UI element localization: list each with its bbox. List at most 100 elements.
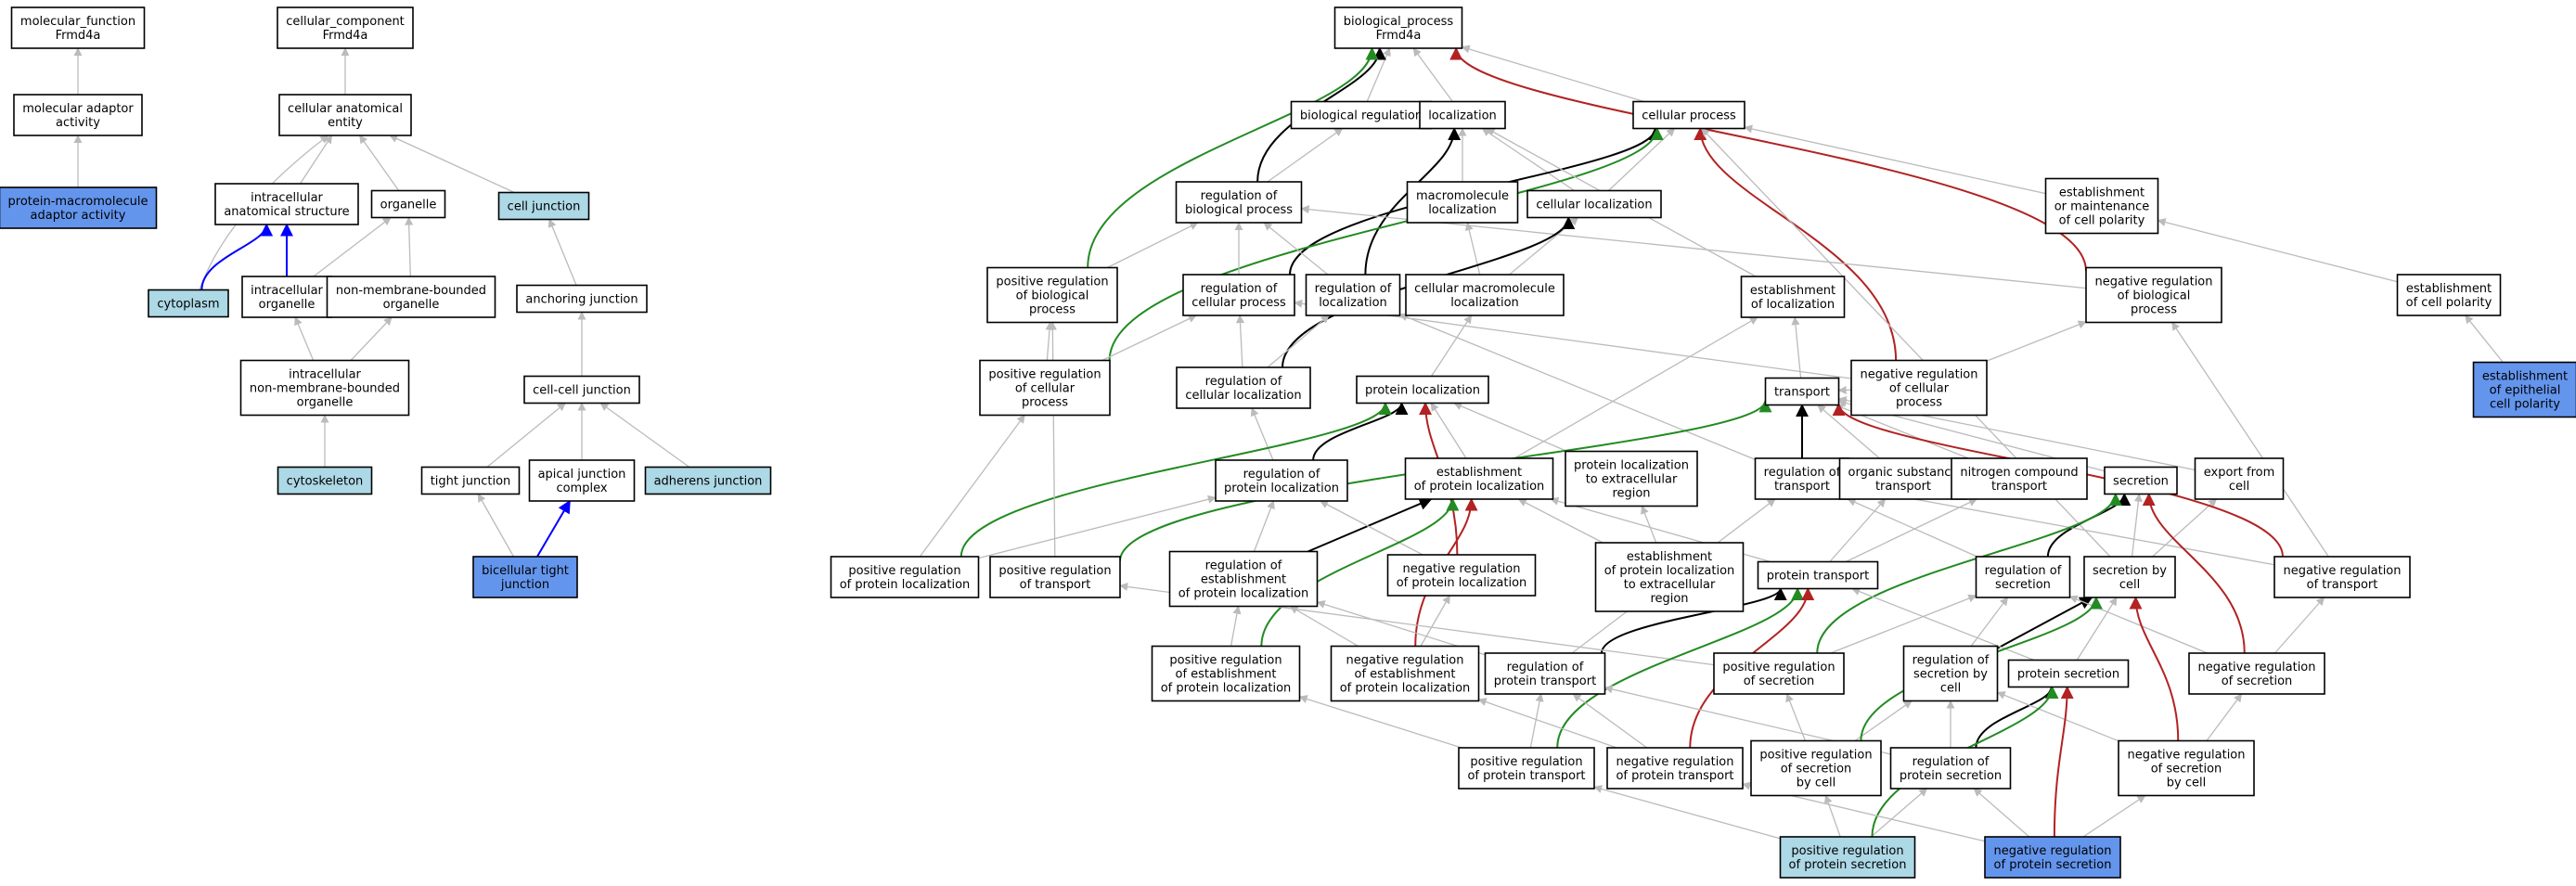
edge-rsecc-to-secc <box>1997 597 2093 649</box>
node-label-line: regulation of <box>1764 466 1841 480</box>
go-term-node-tj[interactable]: tight junction <box>420 466 521 495</box>
edge-nrsec-to-rsec <box>2068 595 2208 654</box>
node-label-line: protein secretion <box>2017 668 2119 682</box>
go-term-node-cj[interactable]: cell junction <box>497 191 590 221</box>
node-box <box>1889 747 2012 790</box>
go-term-node-cp[interactable]: cellular process <box>1632 100 1745 130</box>
go-term-node-loc[interactable]: localization <box>1419 100 1506 130</box>
node-label-line: regulation of <box>1315 282 1392 296</box>
go-term-node-cyto[interactable]: cytoplasm <box>148 289 229 318</box>
go-term-node-psec[interactable]: protein secretion <box>2007 659 2130 688</box>
go-term-node-cloc[interactable]: cellular localization <box>1526 189 1662 219</box>
node-label-line: apical junction <box>538 468 626 482</box>
go-term-node-breg[interactable]: biological regulation <box>1290 100 1433 130</box>
node-box <box>2044 177 2159 235</box>
node-label-line: localization <box>1319 296 1387 310</box>
node-label-line: positive regulation <box>988 368 1101 382</box>
go-term-node-adj[interactable]: adherens junction <box>644 466 772 495</box>
node-label-line: or maintenance <box>2054 200 2150 214</box>
edge-reploc-to-eploc <box>1307 497 1433 553</box>
go-term-node-ccj[interactable]: cell-cell junction <box>523 375 640 404</box>
node-box <box>2472 361 2576 418</box>
go-term-node-org[interactable]: organelle <box>370 189 446 219</box>
edge-cloc-to-cp <box>1607 127 1676 191</box>
edge-eploc-to-ploc <box>1430 402 1467 459</box>
go-term-node-ploc[interactable]: protein localization <box>1356 375 1489 404</box>
go-term-node-sec[interactable]: secretion <box>2104 466 2178 495</box>
go-term-node-inmbo[interactable]: intracellularnon-membrane-boundedorganel… <box>239 359 410 417</box>
edge-rloc-to-rbp <box>1263 222 1329 276</box>
node-label-line: of transport <box>1020 578 1091 592</box>
node-box <box>1386 554 1537 597</box>
node-box <box>241 276 332 318</box>
edge-nrsecc-to-rsecc <box>1996 691 2119 742</box>
node-label-line: regulation of <box>1913 755 1990 769</box>
node-label-line: of localization <box>1751 298 1835 312</box>
node-label-line: cellular_component <box>286 15 405 29</box>
node-label-line: negative regulation <box>1346 654 1463 668</box>
go-term-node-aj[interactable]: anchoring junction <box>516 284 648 314</box>
node-box <box>989 556 1121 598</box>
node-label-line: regulation of <box>1507 661 1584 674</box>
go-term-node-csk[interactable]: cytoskeleton <box>277 466 373 495</box>
edge-nrcp-to-cp <box>1694 127 1898 361</box>
edge-prpt-to-rpt <box>1529 693 1544 749</box>
go-term-node-ptrans[interactable]: protein transport <box>1757 560 1879 590</box>
go-term-node-trans[interactable]: transport <box>1764 377 1840 406</box>
edge-ptrans-to-nct <box>1845 498 1977 563</box>
